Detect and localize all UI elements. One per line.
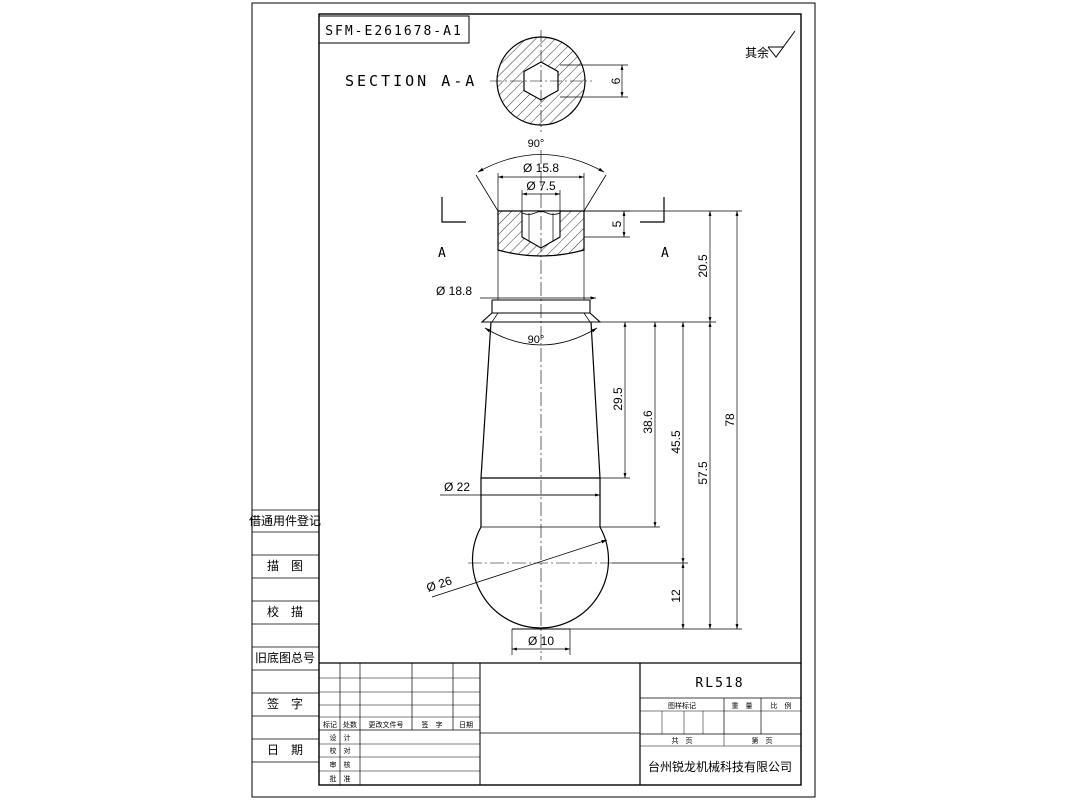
dim-depth-hex: 5 bbox=[610, 220, 624, 227]
dim-len-57-5: 57.5 bbox=[696, 461, 710, 485]
tb-header-signature: 签 字 bbox=[422, 720, 443, 729]
tb-role-review: 审 核 bbox=[330, 760, 351, 769]
dim-len-20-5: 20.5 bbox=[696, 254, 710, 278]
dim-len-38-6: 38.6 bbox=[641, 410, 655, 434]
tb-header-count: 处数 bbox=[343, 720, 357, 729]
tb-role-check: 校 对 bbox=[330, 746, 351, 755]
side-label-date: 日 期 bbox=[267, 743, 303, 757]
dim-len-45-5: 45.5 bbox=[669, 430, 683, 454]
tb-field-drawing-mark: 图样标记 bbox=[668, 701, 696, 710]
tb-role-design: 设 计 bbox=[330, 733, 351, 742]
ball bbox=[431, 526, 612, 655]
roughness-note: 其余 bbox=[745, 45, 769, 60]
dim-len-78: 78 bbox=[723, 413, 737, 427]
company-name: 台州锐龙机械科技有限公司 bbox=[648, 759, 792, 774]
tb-pages-current: 第 页 bbox=[752, 736, 773, 745]
dim-dia-10: Ø 10 bbox=[528, 634, 554, 648]
tb-header-change-doc: 更改文件号 bbox=[369, 720, 404, 729]
section-mark-left: A bbox=[438, 246, 446, 261]
neck bbox=[480, 250, 602, 346]
section-view bbox=[490, 30, 628, 132]
drawing-number-box bbox=[318, 15, 470, 44]
vertical-dimensions bbox=[570, 210, 742, 630]
side-label-trace: 描 图 bbox=[267, 559, 303, 573]
dim-angle-top: 90° bbox=[528, 138, 545, 150]
tb-role-approve: 批 准 bbox=[330, 774, 351, 783]
title-block bbox=[319, 662, 801, 785]
dim-len-29-5: 29.5 bbox=[611, 387, 625, 411]
dim-dia-hex: Ø 7.5 bbox=[526, 179, 556, 193]
side-label-old-number: 旧底图总号 bbox=[255, 650, 315, 665]
tb-header-date: 日期 bbox=[459, 721, 473, 729]
part-name: RL518 bbox=[695, 676, 744, 691]
section-markers bbox=[441, 197, 665, 223]
side-label-check-trace: 校 描 bbox=[267, 604, 303, 619]
dim-dia-22: Ø 22 bbox=[444, 480, 470, 494]
sheet-frame bbox=[251, 2, 816, 798]
dim-dia-top: Ø 15.8 bbox=[523, 161, 559, 175]
head-section bbox=[475, 150, 630, 660]
tb-pages-total: 共 页 bbox=[672, 736, 693, 745]
section-title: SECTION A-A bbox=[345, 72, 477, 90]
dim-angle-mid: 90° bbox=[528, 334, 545, 346]
tapered-shank bbox=[440, 321, 601, 528]
section-mark-right: A bbox=[661, 246, 669, 261]
roughness-symbol-icon bbox=[767, 30, 796, 58]
drawing-number: SFM-E261678-A1 bbox=[325, 24, 463, 39]
tb-field-scale: 比 例 bbox=[771, 701, 792, 710]
side-label-register: 借通用件登记 bbox=[249, 513, 321, 528]
dim-len-12: 12 bbox=[669, 589, 683, 603]
dim-dia-neck: Ø 18.8 bbox=[436, 284, 472, 298]
tb-field-weight: 重 量 bbox=[732, 702, 753, 710]
side-panel bbox=[252, 509, 319, 763]
tb-header-mark: 标记 bbox=[323, 720, 337, 729]
dim-hex: 6 bbox=[609, 77, 623, 84]
side-label-signature: 签 字 bbox=[267, 696, 303, 711]
